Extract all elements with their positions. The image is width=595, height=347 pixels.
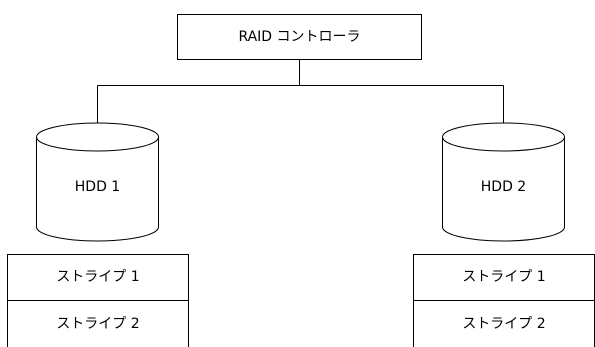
hdd-1-cylinder-top bbox=[36, 122, 159, 152]
hdd-2-cylinder-top bbox=[442, 122, 565, 152]
stripe-table-hdd-1-frame bbox=[7, 254, 189, 347]
raid-controller: RAID コントローラ bbox=[177, 14, 422, 60]
hdd-1-stripe-2: ストライプ 2 bbox=[56, 316, 139, 332]
hdd-1-stripe-1: ストライプ 1 bbox=[56, 269, 139, 285]
raid-controller-box bbox=[177, 14, 422, 60]
disk-hdd-1: HDD 1 bbox=[36, 122, 159, 242]
stripe-table-hdd-2: ストライプ 1 ストライプ 2 bbox=[413, 254, 595, 347]
stripe-table-hdd-1: ストライプ 1 ストライプ 2 bbox=[7, 254, 189, 347]
hdd-2-cylinder-body bbox=[442, 137, 565, 242]
raid-controller-label: RAID コントローラ bbox=[238, 29, 360, 45]
hdd-2-stripe-1: ストライプ 1 bbox=[462, 269, 545, 285]
hdd-2-stripe-2: ストライプ 2 bbox=[462, 316, 545, 332]
hdd-1-cylinder-body bbox=[36, 137, 159, 242]
hdd-1-label: HDD 1 bbox=[75, 179, 120, 195]
disk-hdd-2: HDD 2 bbox=[442, 122, 565, 242]
hdd-2-label: HDD 2 bbox=[481, 179, 526, 195]
connector-lines bbox=[97, 59, 504, 124]
